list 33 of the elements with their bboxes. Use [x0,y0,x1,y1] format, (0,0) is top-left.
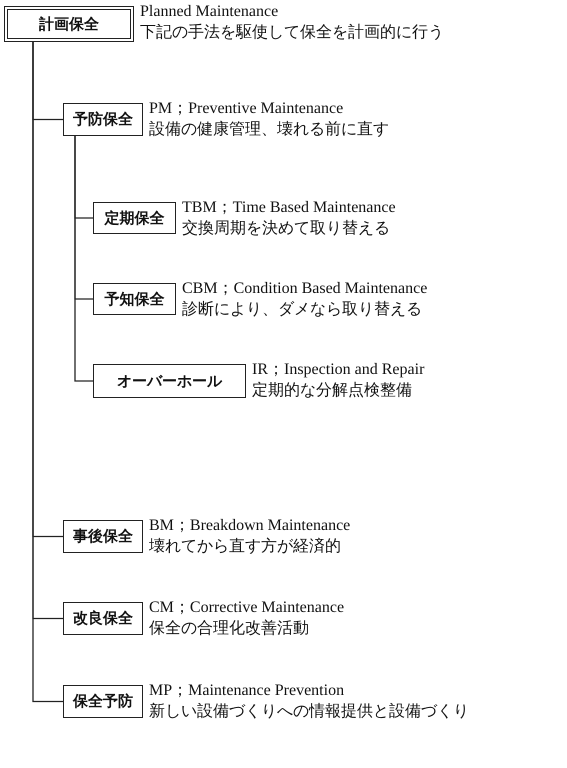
term-label: 事後保全 [73,527,133,546]
connector-line [74,136,93,382]
abbreviation-text: CM；Corrective Maintenance [149,598,344,618]
abbreviation-text: Planned Maintenance [140,2,278,22]
term-box [4,6,134,42]
term-box [63,602,143,635]
abbreviation-text: BM；Breakdown Maintenance [149,516,350,536]
description-text: 設備の健康管理、壊れる前に直す [149,120,389,140]
term-box [63,103,143,136]
term-box [63,520,143,553]
term-label: 定期保全 [104,208,164,228]
description-text: 新しい設備づくりへの情報提供と設備づくり [149,702,469,722]
abbreviation-text: IR；Inspection and Repair [252,360,424,380]
description-text: 下記の手法を駆使して保全を計画的に行う [140,23,444,43]
description-text: 診断により、ダメなら取り替える [182,300,422,320]
term-label: 改良保全 [73,609,133,628]
term-label: 計画保全 [39,14,99,34]
abbreviation-text: MP；Maintenance Prevention [149,681,344,701]
term-label: 保全予防 [73,692,133,711]
description-text: 交換周期を決めて取り替える [182,219,390,239]
term-box [63,685,143,718]
abbreviation-text: TBM；Time Based Maintenance [182,198,396,218]
description-text: 定期的な分解点検整備 [252,381,412,401]
term-label: オーバーホール [117,372,222,390]
term-label: 予知保全 [104,290,164,308]
term-label: 予防保全 [73,110,133,129]
term-box [93,202,176,234]
term-box [93,283,176,315]
term-box [93,364,246,398]
abbreviation-text: PM；Preventive Maintenance [149,99,344,119]
description-text: 壊れてから直す方が経済的 [149,537,341,557]
abbreviation-text: CBM；Condition Based Maintenance [182,279,428,299]
description-text: 保全の合理化改善活動 [149,619,309,639]
